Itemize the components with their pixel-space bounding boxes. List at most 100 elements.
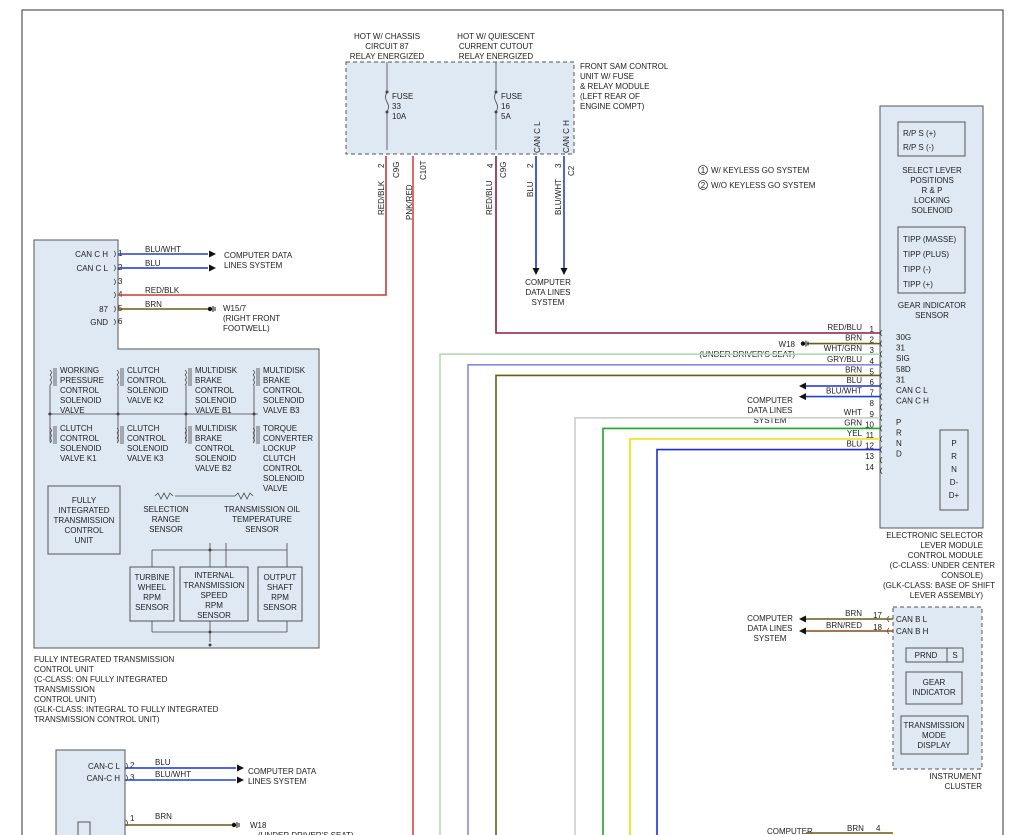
svg-text:W/ KEYLESS GO SYSTEM: W/ KEYLESS GO SYSTEM [711,166,810,175]
tcu-pin-name: CAN C L [76,264,108,273]
valve-label-line: SOLENOID [127,386,169,395]
ic-pin-number: 18 [873,623,882,632]
esl-wire-label: WHT [844,408,862,417]
svg-text:16: 16 [501,102,510,111]
svg-text:INTEGRATED: INTEGRATED [59,506,110,515]
svg-text:SHAFT: SHAFT [267,583,293,592]
esl-pin-name: P [896,418,901,427]
esl-wire-label: BLU/WHT [826,387,862,396]
svg-text:SENSOR: SENSOR [149,525,183,534]
tcu-wire-label: BLU [145,259,161,268]
svg-text:LEVER ASSEMBLY): LEVER ASSEMBLY) [910,591,984,600]
wire-brn-5 [495,374,880,835]
esl-pin-number: 4 [870,357,875,366]
bottom-module [55,749,126,835]
svg-text:TIPP (PLUS): TIPP (PLUS) [903,250,949,259]
svg-text:FULLY INTEGRATED TRANSMISSION: FULLY INTEGRATED TRANSMISSION [34,655,175,664]
ic-caption-2: CLUSTER [945,782,983,791]
mode-line3: DISPLAY [917,741,951,750]
pin-hook [880,403,883,411]
svg-text:ELECTRONIC SELECTOR: ELECTRONIC SELECTOR [886,531,983,540]
esl-pin-name: 31 [896,344,905,353]
computer-data-lines-ic: COMPUTER DATA LINES SYSTEM [747,614,793,643]
svg-text:SYSTEM: SYSTEM [754,634,787,643]
valve-label-line: SOLENOID [60,444,102,453]
top-wire-labels: RED/BLK PNK/RED RED/BLU BLU BLU/WHT [377,179,563,220]
gear-indicator-line2: INDICATOR [912,688,955,697]
valve-label-line: VALVE K1 [60,454,97,463]
esl-pin-number: 3 [870,346,875,355]
svg-text:RPM: RPM [143,593,161,602]
ic-pin-name: CAN B L [896,615,928,624]
svg-text:FULLY: FULLY [72,496,97,505]
svg-text:2: 2 [377,163,386,168]
valve-node [184,412,188,416]
valve-node [252,412,256,416]
esl-wire-label: RED/BLU [827,323,862,332]
esl-pin-number: 6 [870,378,875,387]
valve-label-line: CONTROL [127,434,167,443]
valve-label-line: SOLENOID [60,396,102,405]
bottom-computer-label: COMPUTER [767,827,813,835]
prnd-letter: D- [950,478,959,487]
svg-text:RANGE: RANGE [152,515,180,524]
svg-text:UNIT W/ FUSE: UNIT W/ FUSE [580,72,634,81]
pin-hook [113,278,116,286]
valve-label-line: CONTROL [60,386,100,395]
esl-pin-number: 10 [865,420,874,429]
svg-text:C10T: C10T [419,160,428,180]
svg-text:DATA LINES: DATA LINES [525,288,570,297]
esl-pin-number: 12 [865,442,874,451]
pin-hook [113,250,116,258]
svg-text:33: 33 [392,102,401,111]
rps-box [897,121,966,157]
ic-pin-number: 17 [873,611,882,620]
esl-pin-number: 7 [870,389,875,398]
valve-label-line: SOLENOID [195,454,237,463]
valve-label-line: CONVERTER [263,434,313,443]
bottom-brn-pin: 1 [130,814,135,823]
ic-wire-label: BRN [845,609,862,618]
svg-text:GEAR INDICATOR: GEAR INDICATOR [898,301,966,310]
valve-label-line: VALVE K2 [127,396,164,405]
svg-text:RELAY ENERGIZED: RELAY ENERGIZED [459,52,534,61]
bottom-arrow-1 [237,764,244,772]
wire-wht-9 [574,417,880,835]
tcu-wire-label: RED/BLK [145,286,180,295]
solenoid-label: SELECT LEVER POSITIONS R & P LOCKING SOL… [902,166,962,215]
svg-text:TIPP (MASSE): TIPP (MASSE) [903,235,957,244]
tipp-box [897,226,966,294]
tcu-arrow-canch [209,250,216,258]
prnd-sensor-box [939,429,969,511]
header-hot-quiescent: HOT W/ QUIESCENT CURRENT CUTOUT RELAY EN… [457,32,535,61]
rps-plus: R/P S (+) [903,129,936,138]
esl-pin-number: 14 [865,463,874,472]
svg-text:W18: W18 [779,340,796,349]
pin-hook [113,318,116,326]
ic-wire-label: BRN/RED [826,621,862,630]
svg-text:2: 2 [701,181,706,190]
fitcu-inner-box [47,485,121,555]
pin-hook [880,467,883,475]
esl-pin-name: CAN C L [896,386,928,395]
svg-text:R & P: R & P [922,186,943,195]
arrow-sam-canh [560,268,568,275]
valve-label-line: VALVE B3 [263,406,300,415]
internal-label: INTERNAL TRANSMISSION SPEED RPM SENSOR [184,571,245,620]
svg-text:RPM: RPM [205,601,223,610]
svg-text:2: 2 [526,163,535,168]
svg-text:TIPP (+): TIPP (+) [903,280,933,289]
esl-wire-label: GRN [844,418,862,427]
s-display [946,647,964,663]
valve-label-line: SOLENOID [263,474,305,483]
tcu-ground-2: (RIGHT FRONT [223,314,280,323]
svg-text:TIPP (-): TIPP (-) [903,265,931,274]
esl-pin-number: 9 [870,410,875,419]
wire-blu-12 [656,448,880,835]
svg-text:COMPUTER: COMPUTER [747,614,793,623]
valve-label-line: VALVE B2 [195,464,232,473]
valve-label-line: CONTROL [60,434,100,443]
